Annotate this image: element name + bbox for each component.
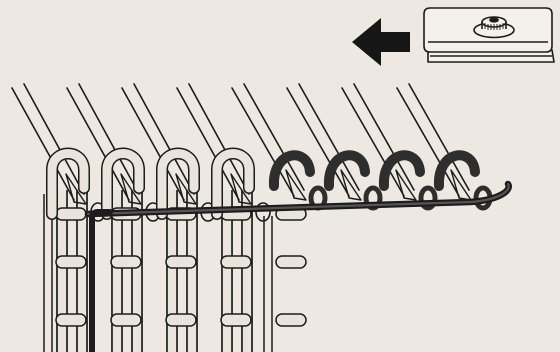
stitch-row-loop bbox=[221, 256, 251, 268]
carriage-icon bbox=[424, 8, 554, 62]
stitch-row-loop bbox=[276, 256, 306, 268]
yarn-strand-icon bbox=[92, 212, 110, 352]
stitch-row-loop bbox=[56, 314, 86, 326]
loop-icon bbox=[329, 155, 365, 186]
stitch-row-loop bbox=[56, 208, 86, 220]
loop-icon bbox=[384, 155, 420, 186]
stitch-row-loop bbox=[111, 256, 141, 268]
stitch-row-loop bbox=[166, 314, 196, 326]
stitch-row-loop bbox=[221, 314, 251, 326]
stitch-row-loop bbox=[111, 314, 141, 326]
needle-icon bbox=[232, 84, 304, 196]
stitch-row-loop bbox=[276, 314, 306, 326]
stitch-row-loop bbox=[166, 256, 196, 268]
loop-icon bbox=[274, 155, 310, 186]
stitch-row-loop bbox=[56, 256, 86, 268]
arrow-left-icon bbox=[352, 18, 410, 66]
loop-icon bbox=[439, 155, 475, 186]
